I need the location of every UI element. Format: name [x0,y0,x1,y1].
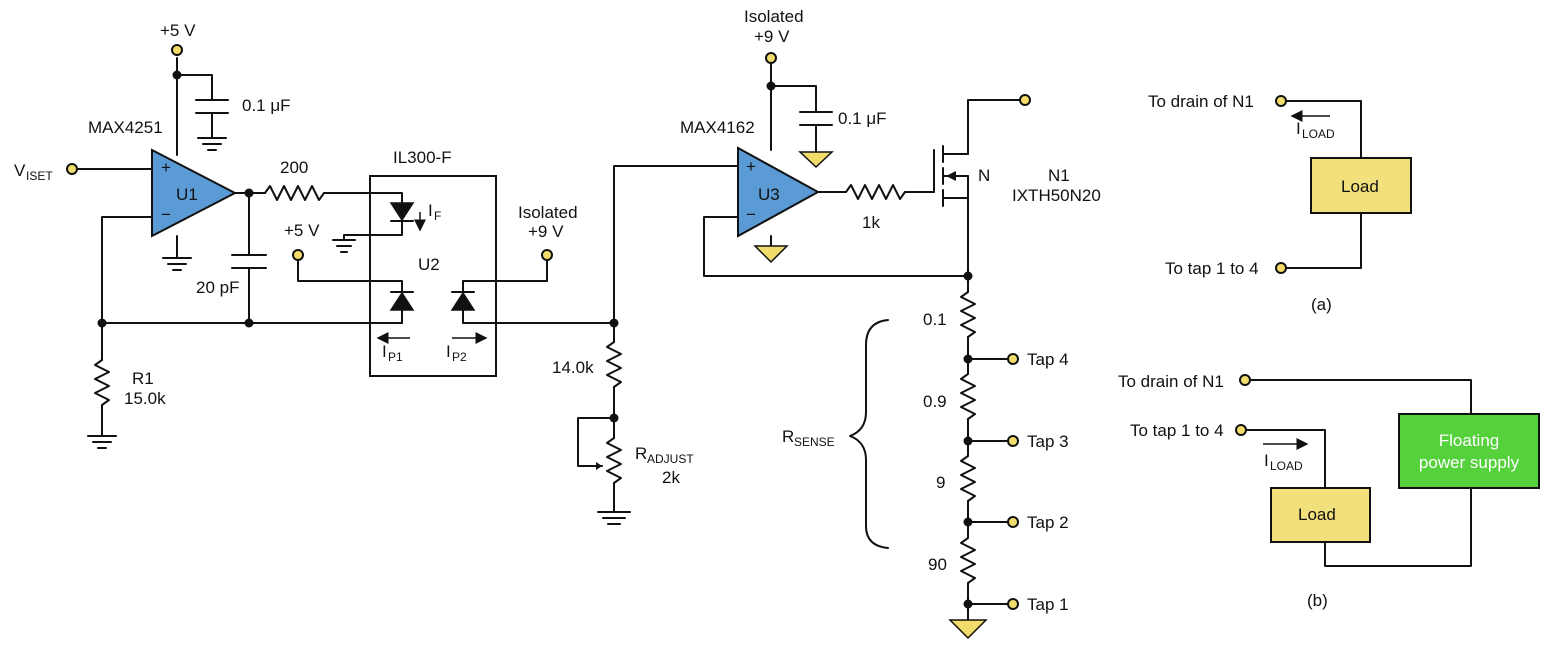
inset-a: To drain of N1 I LOAD Load To tap 1 to 4… [1148,92,1412,314]
svg-text:I: I [428,201,433,220]
svg-text:15.0k: 15.0k [124,389,166,408]
svg-text:R: R [635,444,647,463]
floating-supply-box [1398,413,1540,489]
isolated-9v-top-terminal [765,52,777,64]
c2-label: 20 pF [196,278,239,297]
svg-text:0.1 μF: 0.1 μF [242,96,291,115]
adjust-network: 14.0k R ADJUST 2k [552,165,739,525]
svg-text:To drain of N1: To drain of N1 [1118,372,1224,391]
rsense-chain: 0.1 0.9 9 90 [923,271,1009,640]
svg-text:Tap 2: Tap 2 [1027,513,1069,532]
svg-text:I: I [1264,451,1269,470]
load-box-b [1270,487,1371,543]
svg-text:0.1 μF: 0.1 μF [838,109,887,128]
svg-text:To tap 1 to 4: To tap 1 to 4 [1165,259,1259,278]
svg-text:+5 V: +5 V [284,221,320,240]
u1-feedback-net [97,216,403,328]
svg-text:(a): (a) [1311,295,1332,314]
svg-text:I: I [446,342,451,361]
vin-input: V ISET [14,161,153,183]
svg-text:Load: Load [1341,177,1379,196]
svg-text:I: I [382,342,387,361]
isolated-9v-mid-terminal [541,249,553,261]
svg-text:N: N [978,166,990,185]
capacitor-c3: 0.1 μF [770,85,887,169]
plus5-mid-supply: +5 V [284,221,320,261]
svg-text:Tap 1: Tap 1 [1027,595,1069,614]
svg-text:+9 V: +9 V [754,27,790,46]
isolated-9v-top: Isolated +9 V [744,7,804,151]
svg-text:2k: 2k [662,468,680,487]
svg-text:U2: U2 [418,255,440,274]
svg-text:R1: R1 [132,369,154,388]
svg-text:ISET: ISET [26,169,53,183]
svg-text:Load: Load [1298,505,1336,524]
svg-text:power supply: power supply [1419,453,1520,472]
svg-text:90: 90 [928,555,947,574]
svg-text:I: I [1296,119,1301,138]
svg-text:200: 200 [280,158,308,177]
svg-text:+5 V: +5 V [160,21,196,40]
svg-text:U3: U3 [758,185,780,204]
plus5-top-terminal [171,44,183,56]
svg-text:0.9: 0.9 [923,392,947,411]
capacitor-c1: 0.1 μF [176,74,291,151]
svg-text:To tap 1 to 4: To tap 1 to 4 [1130,421,1224,440]
svg-text:+: + [746,157,756,176]
tap-2[interactable]: Tap 2 [1007,513,1069,532]
svg-text:SENSE: SENSE [794,435,835,449]
svg-text:F: F [434,209,441,223]
svg-text:LOAD: LOAD [1270,459,1303,473]
resistor-r1: R1 15.0k [87,322,166,449]
svg-text:−: − [161,205,171,224]
tap-3[interactable]: Tap 3 [1007,432,1069,451]
svg-text:P1: P1 [388,350,403,364]
u1-part-label: MAX4251 [88,118,163,137]
svg-text:N1: N1 [1048,166,1070,185]
svg-text:ADJUST: ADJUST [647,452,694,466]
svg-text:14.0k: 14.0k [552,358,594,377]
svg-text:IXTH50N20: IXTH50N20 [1012,186,1101,205]
mosfet-n1: N N1 IXTH50N20 [933,94,1101,277]
svg-text:P2: P2 [452,350,467,364]
svg-text:IL300-F: IL300-F [393,148,452,167]
svg-text:Tap 4: Tap 4 [1027,350,1069,369]
opamp-u1: + − U1 [151,148,238,271]
inset-b: To drain of N1 To tap 1 to 4 I LOAD Load… [1118,372,1540,610]
svg-text:V: V [14,161,26,180]
viset-terminal [66,163,78,175]
svg-text:Tap 3: Tap 3 [1027,432,1069,451]
svg-text:0.1: 0.1 [923,310,947,329]
svg-text:To drain of N1: To drain of N1 [1148,92,1254,111]
svg-text:Floating: Floating [1439,431,1499,450]
tap-4[interactable]: Tap 4 [1007,350,1069,369]
plus5-mid-terminal [292,249,304,261]
u1-output-net: 20 pF [196,188,267,324]
svg-text:LOAD: LOAD [1302,127,1335,141]
svg-text:R: R [782,427,794,446]
rsense-brace: R SENSE [782,319,889,549]
drain-terminal [1019,94,1031,106]
opamp-u3: + − U3 [703,146,969,277]
svg-text:Isolated: Isolated [518,203,578,222]
svg-text:9: 9 [936,473,945,492]
svg-text:+9 V: +9 V [528,222,564,241]
plus5-top-supply: +5 V [160,21,196,156]
isolated-9v-mid: Isolated +9 V [518,203,578,261]
resistor-1k: 1k [817,184,935,232]
u3-part-label: MAX4162 [680,118,755,137]
svg-text:U1: U1 [176,185,198,204]
tap-1[interactable]: Tap 1 [1007,595,1069,614]
svg-text:−: − [746,205,756,224]
svg-text:1k: 1k [862,213,880,232]
svg-text:+: + [161,158,171,177]
optocoupler-u2: IL300-F U2 I F I P1 I P2 [297,148,615,377]
resistor-200: 200 [264,158,403,204]
svg-text:Isolated: Isolated [744,7,804,26]
svg-text:(b): (b) [1307,591,1328,610]
